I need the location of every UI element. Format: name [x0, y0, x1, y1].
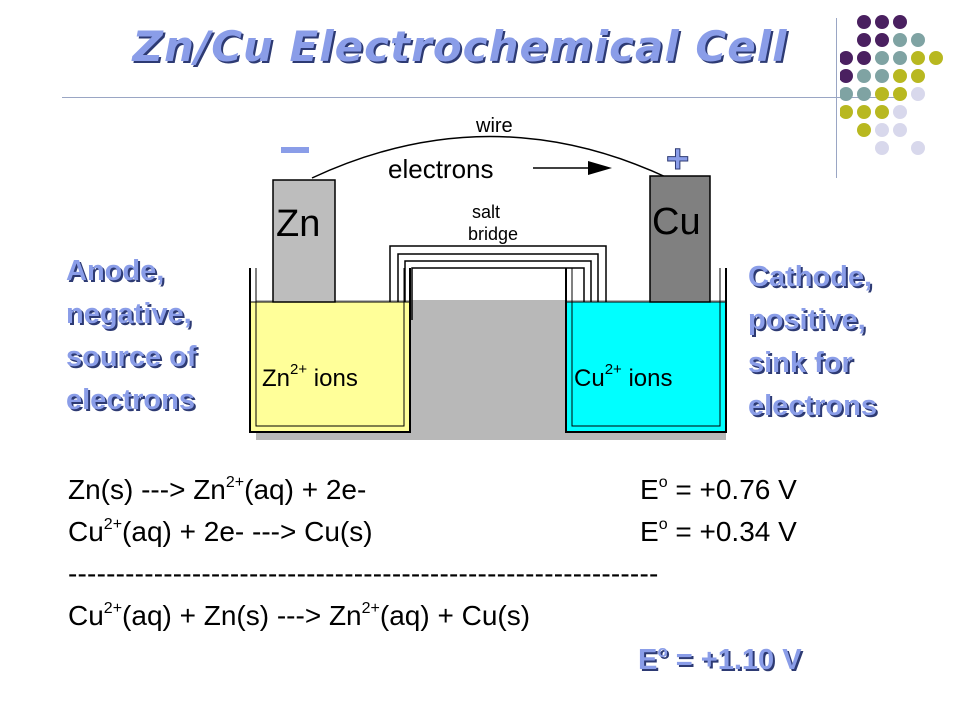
anode-line-4: electrons — [66, 384, 195, 416]
decor-vertical-line — [836, 18, 837, 178]
zn-ion-base: Zn — [262, 365, 290, 392]
anode-line-2: negative, — [66, 298, 192, 330]
cathode-line-4: electrons — [748, 390, 877, 422]
slide-title: Zn/Cu Electrochemical Cell — [132, 22, 788, 71]
eq2-part-b: (aq) + 2e- ---> Cu(s) — [122, 516, 373, 547]
eq2-part-a: Cu — [68, 516, 104, 547]
dot-grid — [840, 15, 943, 155]
eq3-sup-1: 2+ — [103, 600, 123, 617]
plus-sign: + — [666, 137, 689, 181]
overall-reaction: Cu2+(aq) + Zn(s) ---> Zn2+(aq) + Cu(s) — [68, 600, 530, 632]
salt-bridge-label-1: salt — [472, 202, 500, 222]
eq1-e-symbol: E — [640, 474, 659, 505]
cathode-description: Cathode, positive, sink for electrons — [748, 256, 877, 428]
zn-beaker-inner — [255, 268, 405, 427]
minus-sign — [281, 147, 309, 153]
anode-line-3: source of — [66, 341, 197, 373]
eq1-e-value: = +0.76 V — [667, 474, 797, 505]
eq1-part-b: (aq) + 2e- — [244, 474, 367, 505]
zn-beaker — [249, 268, 411, 433]
cu-ion-base: Cu — [574, 365, 605, 392]
title-underline — [62, 97, 904, 98]
zn-electrode-label: Zn — [276, 203, 320, 245]
potential-zn: Eo = +0.76 V — [640, 474, 797, 506]
cu-ion-charge: 2+ — [605, 361, 622, 378]
zn-ions-label: Zn2+ ions — [262, 361, 358, 392]
electrons-label: electrons — [388, 154, 494, 184]
eq3-part-b: (aq) + Zn(s) ---> Zn — [122, 600, 362, 631]
cathode-line-2: positive, — [748, 304, 866, 336]
cu-beaker-inner — [571, 268, 721, 427]
zn-ion-charge: 2+ — [290, 361, 307, 378]
divider-line: ----------------------------------------… — [68, 558, 659, 589]
decorative-dots — [840, 15, 943, 155]
cathode-line-3: sink for — [748, 347, 853, 379]
anode-line-1: Anode, — [66, 255, 165, 287]
eq2-e-symbol: E — [640, 516, 659, 547]
potential-cu: Eo = +0.34 V — [640, 516, 797, 548]
eq2-e-sup: o — [658, 516, 668, 533]
cathode-line-1: Cathode, — [748, 261, 873, 293]
half-reaction-cu: Cu2+(aq) + 2e- ---> Cu(s) — [68, 516, 373, 548]
zn-ion-tail: ions — [307, 365, 358, 392]
cell-e-value: = +1.10 V — [667, 644, 802, 676]
zn-electrode — [272, 179, 336, 303]
cu-electrode — [649, 175, 711, 303]
anode-description: Anode, negative, source of electrons — [66, 250, 197, 422]
wire-arc — [311, 135, 669, 179]
eq1-part-a: Zn(s) ---> Zn — [68, 474, 226, 505]
cu-beaker — [565, 268, 727, 433]
cu-ions-label: Cu2+ ions — [574, 361, 673, 392]
cell-e-sup: o — [657, 642, 668, 661]
zn-solution — [250, 302, 410, 432]
eq1-e-sup: o — [658, 474, 668, 491]
cell-diagram: wire electrons + salt bridge Zn Zn2+ ion… — [249, 115, 727, 440]
eq1-sup: 2+ — [225, 474, 245, 491]
cell-e-symbol: E — [638, 644, 658, 676]
salt-bridge — [389, 245, 607, 320]
eq3-sup-2: 2+ — [361, 600, 380, 617]
cell-potential: Eo = +1.10 V — [638, 642, 802, 677]
cu-electrode-label: Cu — [652, 201, 701, 243]
cu-solution — [566, 302, 726, 432]
wire-label: wire — [475, 115, 513, 137]
electron-arrowhead — [588, 161, 612, 175]
half-reaction-zn: Zn(s) ---> Zn2+(aq) + 2e- — [68, 474, 366, 506]
eq2-e-value: = +0.34 V — [667, 516, 797, 547]
cu-ion-tail: ions — [622, 365, 673, 392]
eq3-part-a: Cu — [68, 600, 104, 631]
salt-bridge-label-2: bridge — [468, 224, 518, 244]
electrons-label-bg — [385, 152, 533, 184]
eq2-sup: 2+ — [103, 516, 123, 533]
eq3-part-c: (aq) + Cu(s) — [379, 600, 531, 631]
